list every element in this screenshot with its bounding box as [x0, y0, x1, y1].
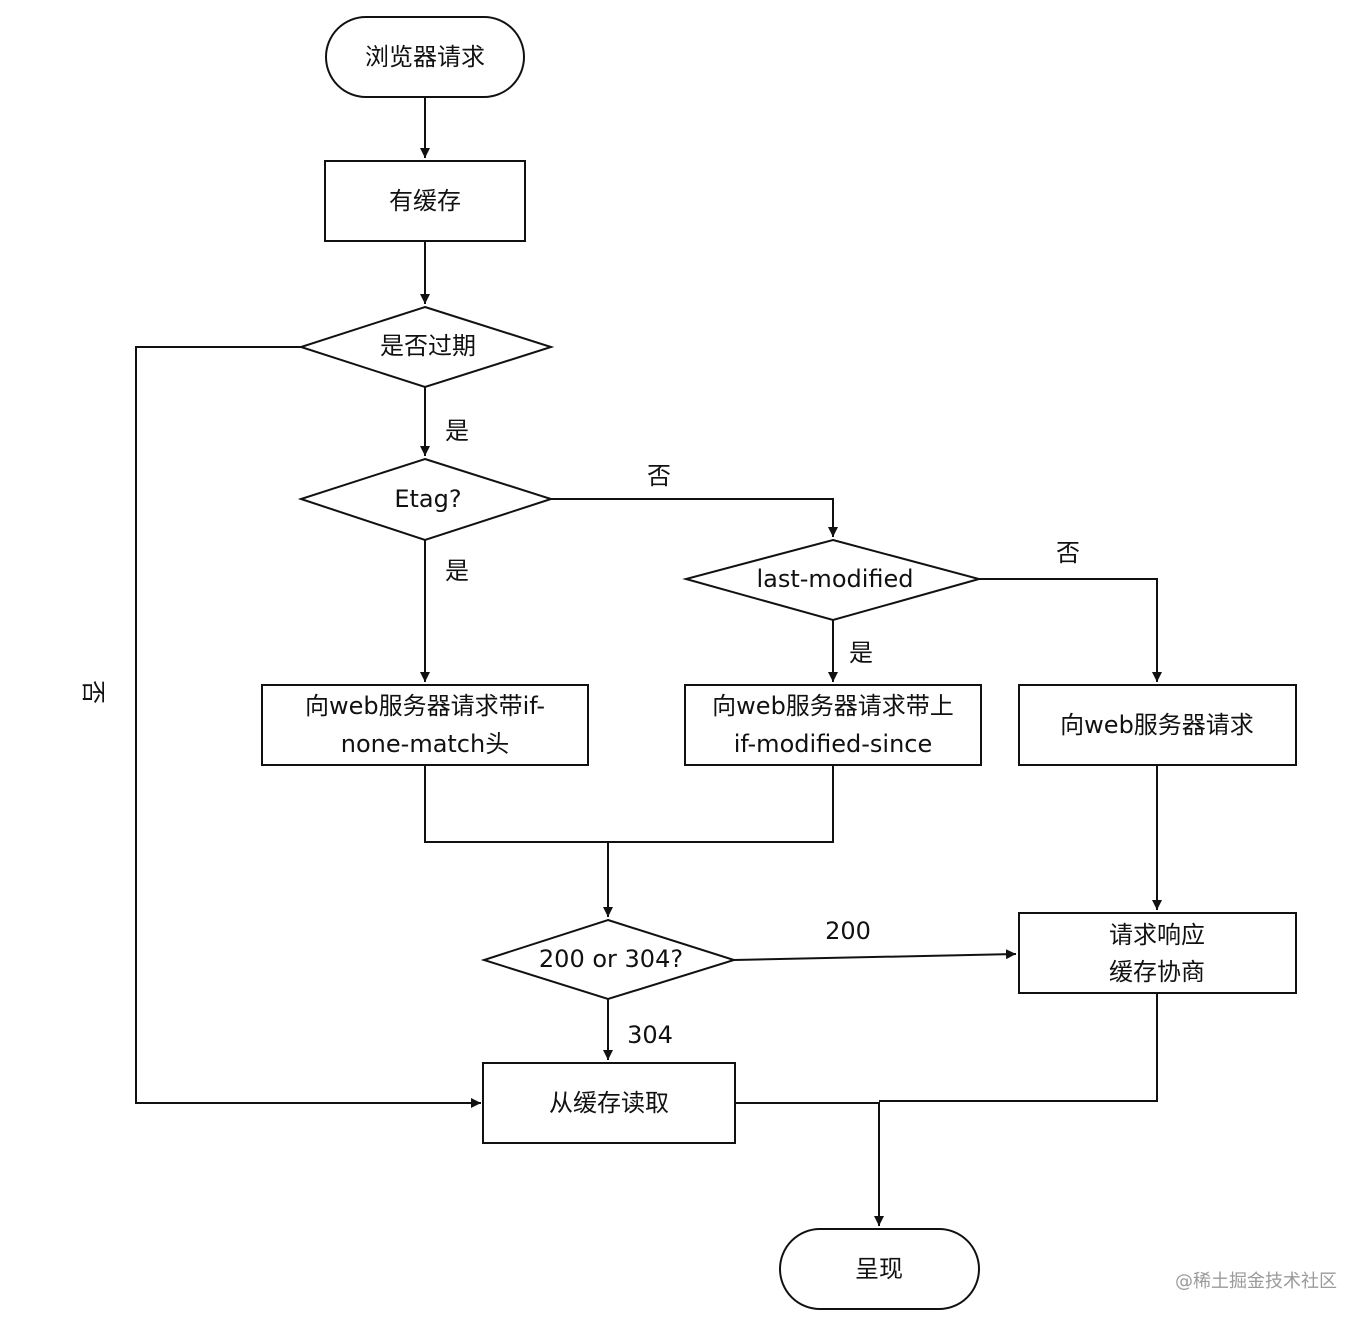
- node-browser-request: 浏览器请求: [325, 16, 525, 98]
- label-etag-no: 否: [647, 462, 671, 490]
- node-label-line-2: 缓存协商: [1109, 958, 1205, 986]
- node-last-modified-check: last-modified: [682, 538, 983, 622]
- label-etag-yes: 是: [445, 557, 469, 585]
- edge-status-200-to-response: [733, 949, 1017, 961]
- label-expired-no: 否: [79, 680, 107, 704]
- node-etag-check: Etag?: [297, 457, 555, 542]
- watermark-text: @稀土掘金技术社区: [1175, 1271, 1337, 1292]
- node-label: 向web服务器请求: [1060, 711, 1254, 739]
- label-code-304: 304: [627, 1021, 673, 1049]
- node-label-line-2: if-modified-since: [734, 730, 933, 758]
- terminal-shape: [325, 16, 525, 98]
- node-label: 呈现: [855, 1255, 903, 1283]
- decision-shape: [297, 457, 555, 542]
- node-label: Etag?: [394, 485, 461, 513]
- edge-read-cache-to-render: [735, 1102, 884, 1226]
- node-status-check: 200 or 304?: [480, 918, 738, 1001]
- edge-conditional-requests-merge: [424, 765, 834, 843]
- node-etag-request: 向web服务器请求带if- none-match头: [261, 684, 589, 766]
- edge-response-to-render: [879, 994, 1158, 1102]
- node-label-line-1: 向web服务器请求带if-: [305, 692, 545, 720]
- node-has-cache: 有缓存: [324, 160, 526, 242]
- process-shape: [684, 684, 982, 766]
- decision-shape: [682, 538, 983, 622]
- node-label-line-1: 请求响应: [1109, 921, 1205, 949]
- node-read-cache: 从缓存读取: [482, 1062, 736, 1144]
- label-last-modified-yes: 是: [849, 639, 873, 667]
- edge-expired-no-to-read-cache: [135, 346, 481, 1108]
- node-plain-request: 向web服务器请求: [1018, 684, 1297, 766]
- decision-shape: [480, 918, 738, 1001]
- process-shape: [482, 1062, 736, 1144]
- terminal-shape: [779, 1228, 980, 1310]
- process-shape: [1018, 684, 1297, 766]
- node-label: 浏览器请求: [365, 43, 485, 71]
- node-label: 200 or 304?: [539, 945, 683, 973]
- label-expired-yes: 是: [445, 417, 469, 445]
- label-last-modified-no: 否: [1056, 539, 1080, 567]
- node-render: 呈现: [779, 1228, 980, 1310]
- node-label: 从缓存读取: [549, 1089, 669, 1117]
- process-shape: [324, 160, 526, 242]
- label-code-200: 200: [825, 917, 871, 945]
- edge-last-modified-no-to-plain-request: [979, 578, 1162, 682]
- node-label-line-2: none-match头: [341, 730, 509, 758]
- edge-etag-no-to-last-modified: [551, 498, 838, 537]
- node-response-negotiation: 请求响应 缓存协商: [1018, 912, 1297, 994]
- node-label: 是否过期: [380, 332, 476, 360]
- process-shape: [261, 684, 589, 766]
- node-expired-check: 是否过期: [297, 305, 555, 389]
- decision-shape: [297, 305, 555, 389]
- node-label-line-1: 向web服务器请求带上: [712, 692, 954, 720]
- edges: [135, 97, 1162, 1226]
- node-label: 有缓存: [389, 187, 461, 215]
- node-label: last-modified: [756, 565, 913, 593]
- node-last-modified-request: 向web服务器请求带上 if-modified-since: [684, 684, 982, 766]
- process-shape: [1018, 912, 1297, 994]
